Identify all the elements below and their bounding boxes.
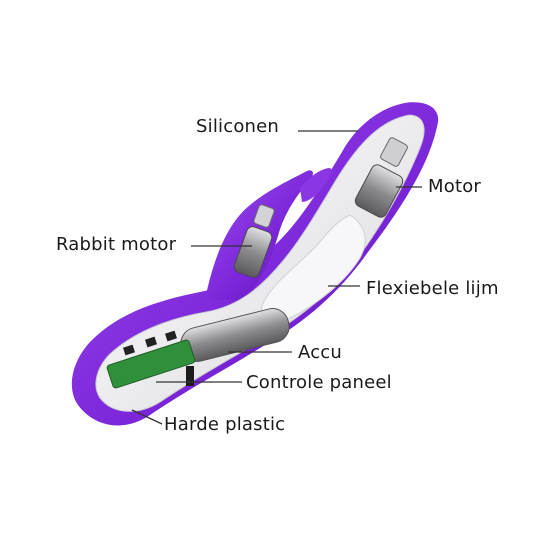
leader-harde-plastic bbox=[131, 409, 163, 425]
control-panel-pcb bbox=[106, 330, 196, 389]
label-siliconen: Siliconen bbox=[196, 116, 280, 137]
leader-lines bbox=[131, 130, 422, 425]
label-rabbit-motor: Rabbit motor bbox=[56, 234, 177, 255]
rabbit-motor bbox=[233, 204, 275, 278]
inner-cutaway bbox=[95, 114, 425, 412]
tip-motor bbox=[354, 137, 408, 218]
label-flexiebele-lijm: Flexiebele lijm bbox=[366, 278, 499, 299]
label-harde-plastic: Harde plastic bbox=[164, 414, 286, 435]
rabbit-ear bbox=[300, 168, 332, 202]
label-motor: Motor bbox=[428, 176, 482, 197]
label-accu: Accu bbox=[298, 342, 342, 363]
label-controle-paneel: Controle paneel bbox=[246, 372, 392, 393]
